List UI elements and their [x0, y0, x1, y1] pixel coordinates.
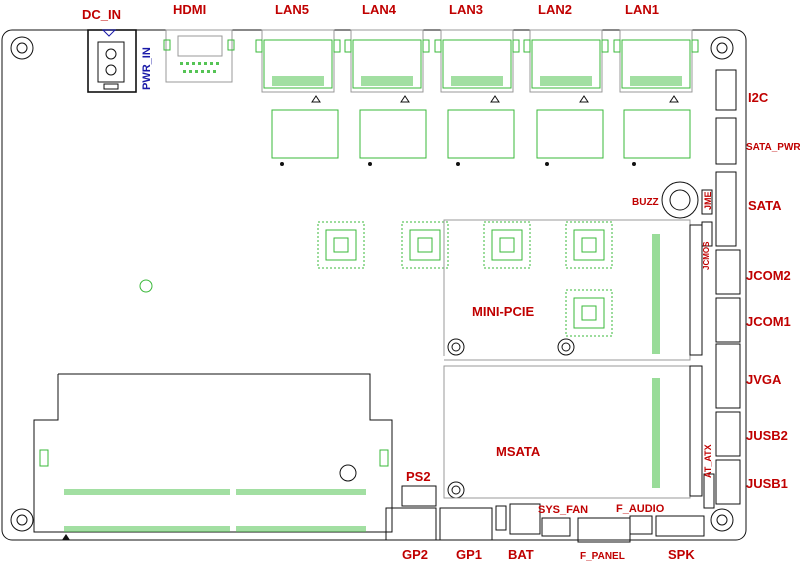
- label-sys-fan: SYS_FAN: [538, 504, 588, 516]
- label-dc-in: DC_IN: [82, 7, 121, 22]
- label-hdmi: HDMI: [173, 2, 206, 17]
- right-headers: [715, 69, 741, 505]
- label-jcom2: JCOM2: [746, 268, 791, 283]
- buzzer: [661, 181, 699, 219]
- lan-controller-chips: [317, 221, 613, 337]
- label-jusb1: JUSB1: [746, 476, 788, 491]
- label-lan1: LAN1: [625, 2, 659, 17]
- label-lan2: LAN2: [538, 2, 572, 17]
- label-at-atx: AT_ATX: [703, 444, 713, 478]
- label-gp1: GP1: [456, 547, 482, 562]
- label-ps2: PS2: [406, 469, 431, 484]
- label-jvga: JVGA: [746, 372, 782, 387]
- label-i2c: I2C: [748, 90, 769, 105]
- mini-pcie-slot: [443, 219, 703, 361]
- label-gp2: GP2: [402, 547, 428, 562]
- label-bat: BAT: [508, 547, 534, 562]
- label-lan5: LAN5: [275, 2, 309, 17]
- dc-in-connector: [87, 29, 137, 93]
- bottom-headers: [385, 485, 705, 543]
- label-mini-pcie: MINI-PCIE: [472, 304, 534, 319]
- board-outline: [1, 29, 747, 541]
- mounting-holes: [10, 36, 734, 532]
- label-f-audio: F_AUDIO: [616, 503, 665, 515]
- label-jcom1: JCOM1: [746, 314, 791, 329]
- label-jcmos: JCMOS: [702, 241, 711, 270]
- hdmi-connector: [163, 29, 235, 83]
- label-jme: JME: [703, 191, 713, 210]
- label-jusb2: JUSB2: [746, 428, 788, 443]
- lan-ports: [255, 29, 699, 103]
- label-lan3: LAN3: [449, 2, 483, 17]
- label-pwr-in: PWR_IN: [141, 47, 153, 90]
- label-msata: MSATA: [496, 444, 541, 459]
- lan-magnetics: [271, 109, 691, 166]
- label-f-panel: F_PANEL: [580, 551, 625, 562]
- label-buzz: BUZZ: [632, 197, 659, 208]
- sodimm-slot: [33, 373, 393, 540]
- label-spk: SPK: [668, 547, 695, 562]
- jumpers: [701, 189, 715, 509]
- label-sata-pwr: SATA_PWR: [746, 142, 800, 153]
- label-lan4: LAN4: [362, 2, 397, 17]
- msata-slot: [443, 365, 703, 499]
- label-sata: SATA: [748, 198, 782, 213]
